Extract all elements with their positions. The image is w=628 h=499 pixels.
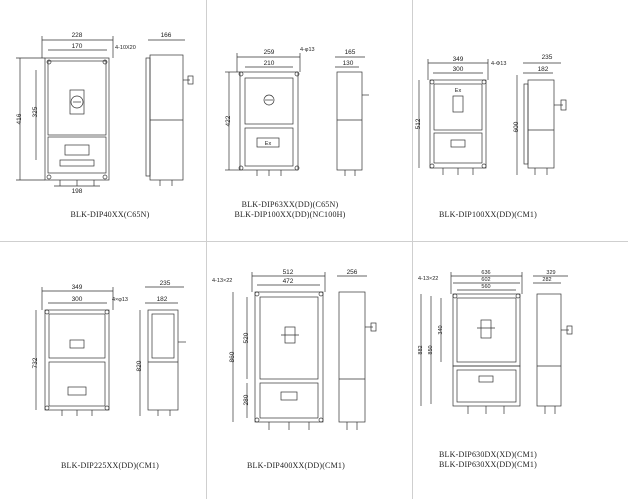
- dim-height-mid: 850: [428, 345, 434, 354]
- caption-blk-dip63-line1: BLK-DIP63XX(DD)(C65N): [241, 200, 339, 209]
- vertical-divider-1: [206, 0, 207, 499]
- dim-side-inner: 282: [542, 277, 551, 283]
- dim-height-outer: 416: [16, 113, 23, 124]
- dim-top-outer: 636: [481, 270, 490, 276]
- dim-holes: 4-10X20: [115, 45, 136, 51]
- dim-top-inner: 472: [283, 278, 294, 285]
- drawing-blk-dip100-cm1: 349 300 235 182 4-Φ13 512 600 Ex: [415, 54, 567, 175]
- dim-top-mid: 602: [481, 277, 490, 283]
- dim-holes: 4-φ13: [300, 47, 315, 53]
- dim-top-outer: 349: [453, 56, 464, 63]
- caption-blk-dip40: BLK-DIP40XX(C65N): [70, 210, 150, 219]
- dim-side-inner: 130: [343, 60, 354, 67]
- dim-side-top: 165: [345, 49, 356, 56]
- dim-holes: 4-Φ13: [491, 61, 506, 67]
- dim-bottom: 198: [72, 188, 83, 195]
- dim-holes: 4-13×22: [212, 278, 232, 284]
- ex-label: Ex: [455, 88, 462, 94]
- dim-height-upper: 340: [438, 325, 444, 334]
- dim-height-right: 600: [513, 121, 520, 132]
- dim-top-outer: 512: [283, 269, 294, 276]
- caption-blk-dip63-line2: BLK-DIP100XX(DD)(NC100H): [234, 210, 346, 219]
- caption-blk-dip400: BLK-DIP400XX(DD)(CM1): [247, 461, 345, 470]
- drawing-blk-dip63-100: 259 210 165 130 4-φ13 422 Ex: [225, 47, 369, 176]
- dim-top-inner: 300: [72, 296, 83, 303]
- dim-top-outer: 259: [264, 49, 275, 56]
- ex-label: Ex: [265, 141, 272, 147]
- drawing-blk-dip40: 228 170 166 4-10X20 416 325 198: [16, 32, 194, 195]
- dim-top-inner: 210: [264, 60, 275, 67]
- dim-top-outer: 349: [72, 284, 83, 291]
- vertical-divider-2: [412, 0, 413, 499]
- dim-holes: 4×φ13: [112, 297, 128, 303]
- dim-height-outer: 860: [229, 351, 236, 362]
- drawing-blk-dip225: 349 300 235 182 4×φ13 732 820: [32, 280, 186, 416]
- dim-side-top: 166: [161, 32, 172, 39]
- dim-height-left: 512: [415, 118, 422, 129]
- dim-height-inner: 325: [32, 106, 39, 117]
- dim-side-inner: 182: [157, 296, 168, 303]
- drawing-blk-dip400: 512 472 256 4-13×22 860 520 280: [212, 269, 377, 430]
- drawing-blk-dip630: 636 602 560 329 282 4-13×22 882 850 340: [418, 270, 573, 414]
- dim-top-inner: 300: [453, 66, 464, 73]
- dim-height-lower: 280: [243, 394, 250, 405]
- dim-side-inner: 182: [538, 66, 549, 73]
- dim-side-top: 235: [160, 280, 171, 287]
- caption-blk-dip225: BLK-DIP225XX(DD)(CM1): [61, 461, 159, 470]
- horizontal-divider: [0, 241, 628, 242]
- caption-blk-dip100-cm1: BLK-DIP100XX(DD)(CM1): [439, 210, 537, 219]
- dim-side-top: 235: [542, 54, 553, 61]
- dim-holes: 4-13×22: [418, 276, 438, 282]
- caption-blk-dip630-line1: BLK-DIP630DX(XD)(CM1): [439, 450, 537, 459]
- caption-blk-dip630-line2: BLK-DIP630XX(DD)(CM1): [439, 460, 537, 469]
- dim-top-inner: 170: [72, 43, 83, 50]
- dim-height-outer: 882: [418, 345, 424, 354]
- dim-side-top: 256: [347, 269, 358, 276]
- dim-top-outer: 228: [72, 32, 83, 39]
- dim-top-inner: 560: [481, 284, 490, 290]
- dim-height-right: 820: [136, 360, 143, 371]
- dim-height: 422: [225, 115, 232, 126]
- dim-height-upper: 520: [243, 332, 250, 343]
- dim-height-left: 732: [32, 357, 39, 368]
- dim-side-top: 329: [546, 270, 555, 276]
